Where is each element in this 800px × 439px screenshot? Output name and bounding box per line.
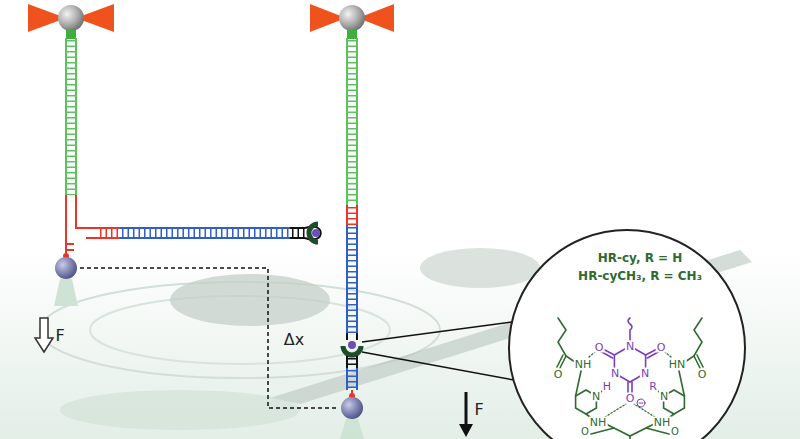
right-construct-part [347, 207, 357, 225]
host-guest-structure-part [606, 424, 654, 436]
left-construct-part [35, 318, 53, 352]
zoom-lines [362, 322, 514, 380]
water-background-part [170, 274, 330, 326]
host-guest-structure-part [557, 355, 566, 368]
compound-label: HR-cy, R = H [598, 252, 683, 264]
left-construct-part [66, 249, 74, 251]
left-construct-part [58, 5, 84, 31]
right-construct-part [356, 225, 358, 333]
left-construct [28, 4, 321, 352]
right-construct-part [356, 356, 358, 368]
host-guest-structure-part [694, 355, 703, 368]
atom-label: R [648, 381, 658, 392]
atom-label: N [625, 341, 635, 352]
atom-label: HN [668, 359, 687, 370]
left-construct-part [66, 40, 76, 195]
atom-label: O [656, 342, 667, 353]
zoom-circle-part [509, 230, 745, 439]
left-construct-part [65, 195, 67, 254]
extension-dashed-line [80, 268, 338, 408]
left-construct-part [66, 243, 74, 245]
zoom-lines-part [362, 352, 514, 380]
water-background-part [60, 390, 300, 430]
atom-label: O [697, 369, 708, 380]
right-construct-part [356, 333, 358, 340]
host-guest-structure [557, 318, 703, 439]
left-construct-part [55, 257, 77, 279]
atom-label: O [553, 369, 564, 380]
host-guest-structure-part [637, 399, 645, 407]
right-construct-part [346, 356, 348, 368]
left-construct-part [312, 229, 320, 237]
host-guest-structure-part [628, 318, 632, 340]
atom-label: O [625, 393, 636, 404]
host-guest-structure-part-part [665, 352, 671, 357]
right-construct-part [347, 30, 357, 39]
host-guest-structure-part [591, 428, 614, 434]
right-construct-part [459, 424, 473, 437]
atom-label: NH [589, 417, 608, 428]
atom-label: N [640, 368, 650, 379]
right-construct-part [341, 397, 363, 419]
host-guest-structure-part [589, 352, 671, 417]
right-construct-part [347, 358, 357, 368]
right-construct-part [465, 392, 468, 425]
atom-label: N [591, 391, 601, 402]
right-construct-part [339, 5, 365, 31]
atom-label: O [580, 427, 590, 437]
host-guest-structure-part [646, 428, 669, 434]
extension-dashed-line-part [80, 268, 338, 408]
atom-label: H [602, 381, 612, 392]
left-construct-part [65, 38, 67, 195]
host-guest-structure-part-part [605, 404, 626, 417]
left-construct-part [86, 237, 120, 239]
left-construct-part [292, 228, 305, 238]
host-guest-structure-part [639, 403, 643, 404]
atom-label: N [659, 391, 669, 402]
zoom-lines-part [362, 322, 512, 342]
left-construct-part [66, 30, 76, 39]
left-construct-part [100, 228, 120, 238]
host-guest-structure-part [576, 371, 581, 396]
right-construct-part [346, 225, 348, 333]
compound-label: HR-cyCH₃, R = CH₃ [578, 270, 702, 282]
force-label: F [55, 328, 64, 344]
right-construct-part [348, 341, 356, 349]
atom-label: N [610, 368, 620, 379]
force-label: F [474, 402, 483, 418]
left-construct-part [75, 38, 77, 195]
left-construct-part [76, 195, 120, 228]
host-guest-structure-part [679, 371, 684, 396]
left-construct-part [122, 228, 290, 238]
atom-label: NH [653, 417, 672, 428]
host-guest-structure-part-part [589, 352, 595, 357]
atom-label: O [594, 342, 605, 353]
right-construct-part [347, 227, 357, 333]
right-construct-part [346, 333, 348, 340]
host-guest-structure-part [629, 436, 631, 439]
extension-label: Δx [284, 332, 304, 348]
zoom-circle [509, 230, 745, 439]
right-construct-part [347, 40, 357, 205]
left-construct-part [54, 279, 78, 306]
host-guest-structure-part-part [634, 404, 655, 417]
water-background-part [420, 248, 540, 288]
right-construct-part [347, 370, 357, 390]
atom-label: NH [574, 359, 593, 370]
right-construct [310, 4, 473, 439]
atom-label: O [670, 427, 680, 437]
right-construct-part [340, 419, 364, 439]
